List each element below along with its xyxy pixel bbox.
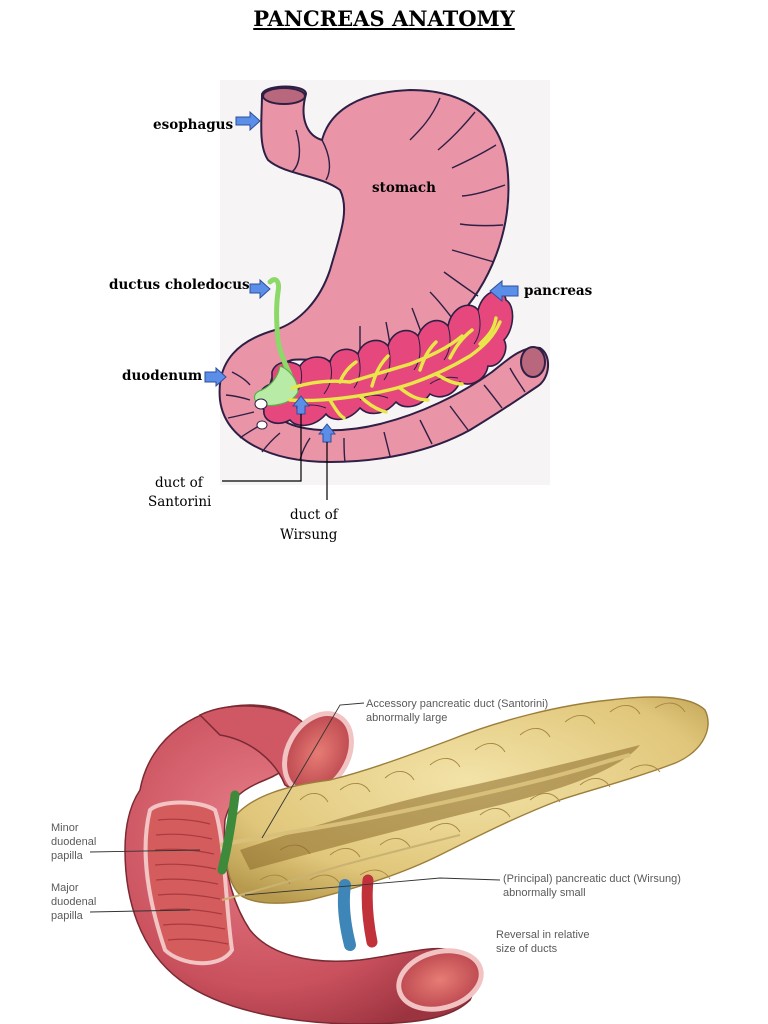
label-santorini-line2: Santorini [148, 494, 212, 510]
label-major-line1: Major [51, 882, 79, 894]
label-major-line2: duodenal [51, 896, 96, 908]
label-pancreas: pancreas [524, 283, 593, 299]
label-accessory-line2: abnormally large [366, 712, 447, 724]
label-accessory-line1: Accessory pancreatic duct (Santorini) [366, 698, 548, 710]
papilla-dot [256, 420, 268, 430]
mucosal-folds [154, 818, 229, 945]
label-esophagus: esophagus [153, 117, 233, 133]
label-reversal-line2: size of ducts [496, 943, 558, 955]
leader-lines [89, 702, 501, 913]
leader-minor-papilla [89, 849, 201, 853]
arrow-wirsung [317, 423, 337, 443]
arrow-duodenum [204, 366, 227, 388]
accessory-duct-santorini [219, 753, 631, 847]
label-principal-line1: (Principal) pancreatic duct (Wirsung) [503, 873, 681, 885]
esophagus-opening [262, 87, 306, 105]
jejunum-opening [520, 346, 546, 378]
anatomical-illustration: Accessory pancreatic duct (Santorini) ab… [51, 696, 709, 1024]
duodenum-cut-opening-bottom [396, 948, 484, 1012]
label-arrows [204, 110, 519, 443]
duodenum-opened-wall [143, 800, 235, 966]
label-wirsung-line2: Wirsung [280, 527, 338, 543]
vein [337, 879, 356, 951]
arrow-ductus-choledocus [249, 278, 271, 300]
artery [361, 874, 378, 948]
label-minor-line2: duodenal [51, 836, 96, 848]
label-ductus-choledocus: ductus choledocus [109, 277, 250, 293]
leader-principal [244, 877, 501, 896]
label-wirsung-line1: duct of [290, 507, 339, 523]
common-bile-duct [217, 790, 240, 875]
label-pointers [222, 414, 328, 500]
pancreatic-ducts [288, 316, 502, 420]
label-major-line3: papilla [51, 910, 84, 922]
santorini-pointer [222, 414, 302, 482]
papilla-dot [254, 398, 268, 410]
stomach-shape [218, 85, 549, 464]
duct-of-santorini-path [290, 334, 464, 390]
page-title: PANCREAS ANATOMY [253, 6, 515, 31]
pancreatic-duct-channel [240, 745, 640, 870]
arrow-santorini [291, 395, 311, 415]
label-minor-line3: papilla [51, 850, 84, 862]
leader-major-papilla [89, 909, 191, 913]
label-reversal-line1: Reversal in relative [496, 929, 590, 941]
label-minor-line1: Minor [51, 822, 79, 834]
label-stomach: stomach [372, 180, 436, 196]
label-duodenum: duodenum [122, 368, 202, 384]
duct-of-wirsung-path [288, 320, 502, 403]
label-santorini-line1: duct of [155, 475, 204, 491]
principal-duct-wirsung [221, 834, 461, 901]
label-principal-line2: abnormally small [503, 887, 586, 899]
arrow-pancreas [489, 279, 519, 303]
cartoon-diagram: esophagus stomach ductus choledocus panc… [109, 80, 593, 543]
arrow-esophagus [235, 110, 261, 132]
leader-accessory [261, 702, 365, 839]
